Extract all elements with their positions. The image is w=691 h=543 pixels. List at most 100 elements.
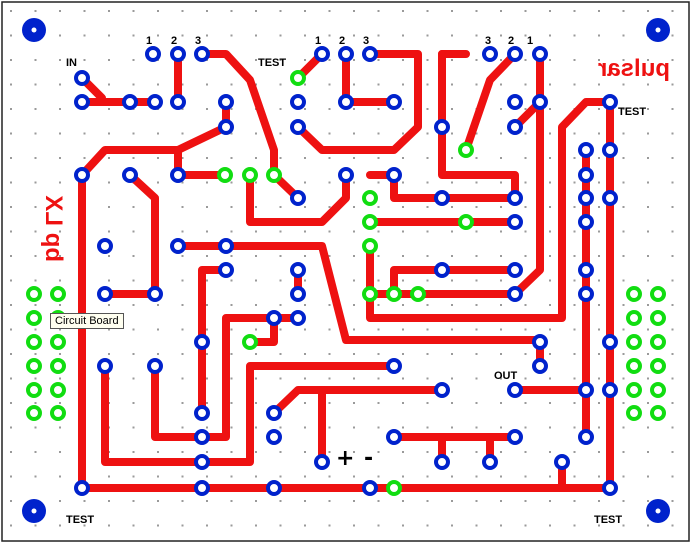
blue-pad-65: [602, 382, 618, 398]
blue-pad-22: [434, 119, 450, 135]
blue-pad-5: [122, 94, 138, 110]
blue-pad-28: [290, 190, 306, 206]
blue-pad-55: [578, 286, 594, 302]
green-pad-19: [50, 334, 66, 350]
blue-pad-13: [338, 46, 354, 62]
blue-pad-25: [74, 167, 90, 183]
blue-pad-17: [482, 46, 498, 62]
green-pad-36: [626, 405, 642, 421]
blue-pad-79: [194, 480, 210, 496]
blue-pad-4: [74, 94, 90, 110]
green-pad-10: [386, 286, 402, 302]
blue-pad-44: [290, 262, 306, 278]
blue-pad-71: [507, 429, 523, 445]
blue-pad-81: [362, 480, 378, 496]
green-pad-5: [362, 190, 378, 206]
blue-pad-64: [578, 382, 594, 398]
blue-pad-30: [386, 167, 402, 183]
blue-pad-15: [338, 94, 354, 110]
blue-pad-75: [434, 454, 450, 470]
green-pad-24: [26, 405, 42, 421]
blue-pad-19: [532, 46, 548, 62]
blue-pad-62: [507, 382, 523, 398]
blue-pad-59: [97, 358, 113, 374]
blue-pad-36: [578, 167, 594, 183]
label-test-top-left: TEST: [258, 57, 286, 69]
blue-pad-33: [507, 214, 523, 230]
green-pad-13: [386, 480, 402, 496]
blue-pad-80: [266, 480, 282, 496]
blue-pad-20: [507, 94, 523, 110]
green-pad-0: [290, 70, 306, 86]
blue-pad-16: [386, 94, 402, 110]
label-test-bottom-left: TEST: [66, 514, 94, 526]
blue-pad-51: [434, 262, 450, 278]
blue-pad-67: [266, 405, 282, 421]
blue-pad-53: [507, 286, 523, 302]
blue-pad-1: [170, 46, 186, 62]
green-pad-11: [410, 286, 426, 302]
blue-pad-68: [194, 429, 210, 445]
green-pad-20: [26, 358, 42, 374]
pin-label-1b: 1: [315, 35, 321, 47]
green-pad-34: [626, 382, 642, 398]
blue-pad-70: [386, 429, 402, 445]
green-pad-33: [650, 358, 666, 374]
blue-pad-32: [507, 190, 523, 206]
blue-pad-9: [218, 119, 234, 135]
blue-pad-73: [194, 454, 210, 470]
blue-pad-58: [532, 358, 548, 374]
blue-pad-8: [218, 94, 234, 110]
green-pad-23: [50, 382, 66, 398]
blue-pad-47: [147, 286, 163, 302]
blue-pad-26: [122, 167, 138, 183]
component-pads: [26, 46, 666, 496]
blue-pad-3: [74, 70, 90, 86]
blue-pad-63: [434, 382, 450, 398]
blue-pad-43: [218, 262, 234, 278]
blue-pad-34: [578, 142, 594, 158]
green-pad-8: [362, 238, 378, 254]
green-pad-3: [242, 167, 258, 183]
blue-pad-57: [532, 334, 548, 350]
brand-mirrored-text: pulsar: [598, 55, 670, 82]
blue-pad-42: [218, 238, 234, 254]
green-pad-30: [626, 334, 642, 350]
pin-label-1a: 1: [146, 35, 152, 47]
blue-pad-2: [194, 46, 210, 62]
pin-label-3b: 3: [363, 35, 369, 47]
green-pad-32: [626, 358, 642, 374]
green-pad-7: [458, 214, 474, 230]
blue-pad-21: [532, 94, 548, 110]
blue-pad-45: [290, 286, 306, 302]
side-mirrored-text: bp LX: [40, 195, 67, 262]
blue-pad-14: [362, 46, 378, 62]
blue-pad-50: [194, 334, 210, 350]
label-test-top-right: TEST: [618, 106, 646, 118]
pin-label-3c: 3: [485, 35, 491, 47]
blue-pad-18: [507, 46, 523, 62]
green-pad-15: [50, 286, 66, 302]
blue-pad-60: [147, 358, 163, 374]
green-pad-21: [50, 358, 66, 374]
blue-pad-29: [338, 167, 354, 183]
pin-label-2b: 2: [339, 35, 345, 47]
green-pad-37: [650, 405, 666, 421]
blue-pad-54: [578, 262, 594, 278]
blue-pad-31: [434, 190, 450, 206]
label-test-bottom-right: TEST: [594, 514, 622, 526]
blue-pad-52: [507, 262, 523, 278]
pin-label-2a: 2: [171, 35, 177, 47]
green-pad-12: [242, 334, 258, 350]
green-pad-27: [650, 286, 666, 302]
green-pad-22: [26, 382, 42, 398]
label-out: OUT: [494, 370, 518, 382]
green-pad-31: [650, 334, 666, 350]
green-pad-2: [217, 167, 233, 183]
green-pad-14: [26, 286, 42, 302]
blue-pad-27: [170, 167, 186, 183]
blue-pad-46: [97, 286, 113, 302]
blue-pad-41: [170, 238, 186, 254]
blue-pad-0: [145, 46, 161, 62]
